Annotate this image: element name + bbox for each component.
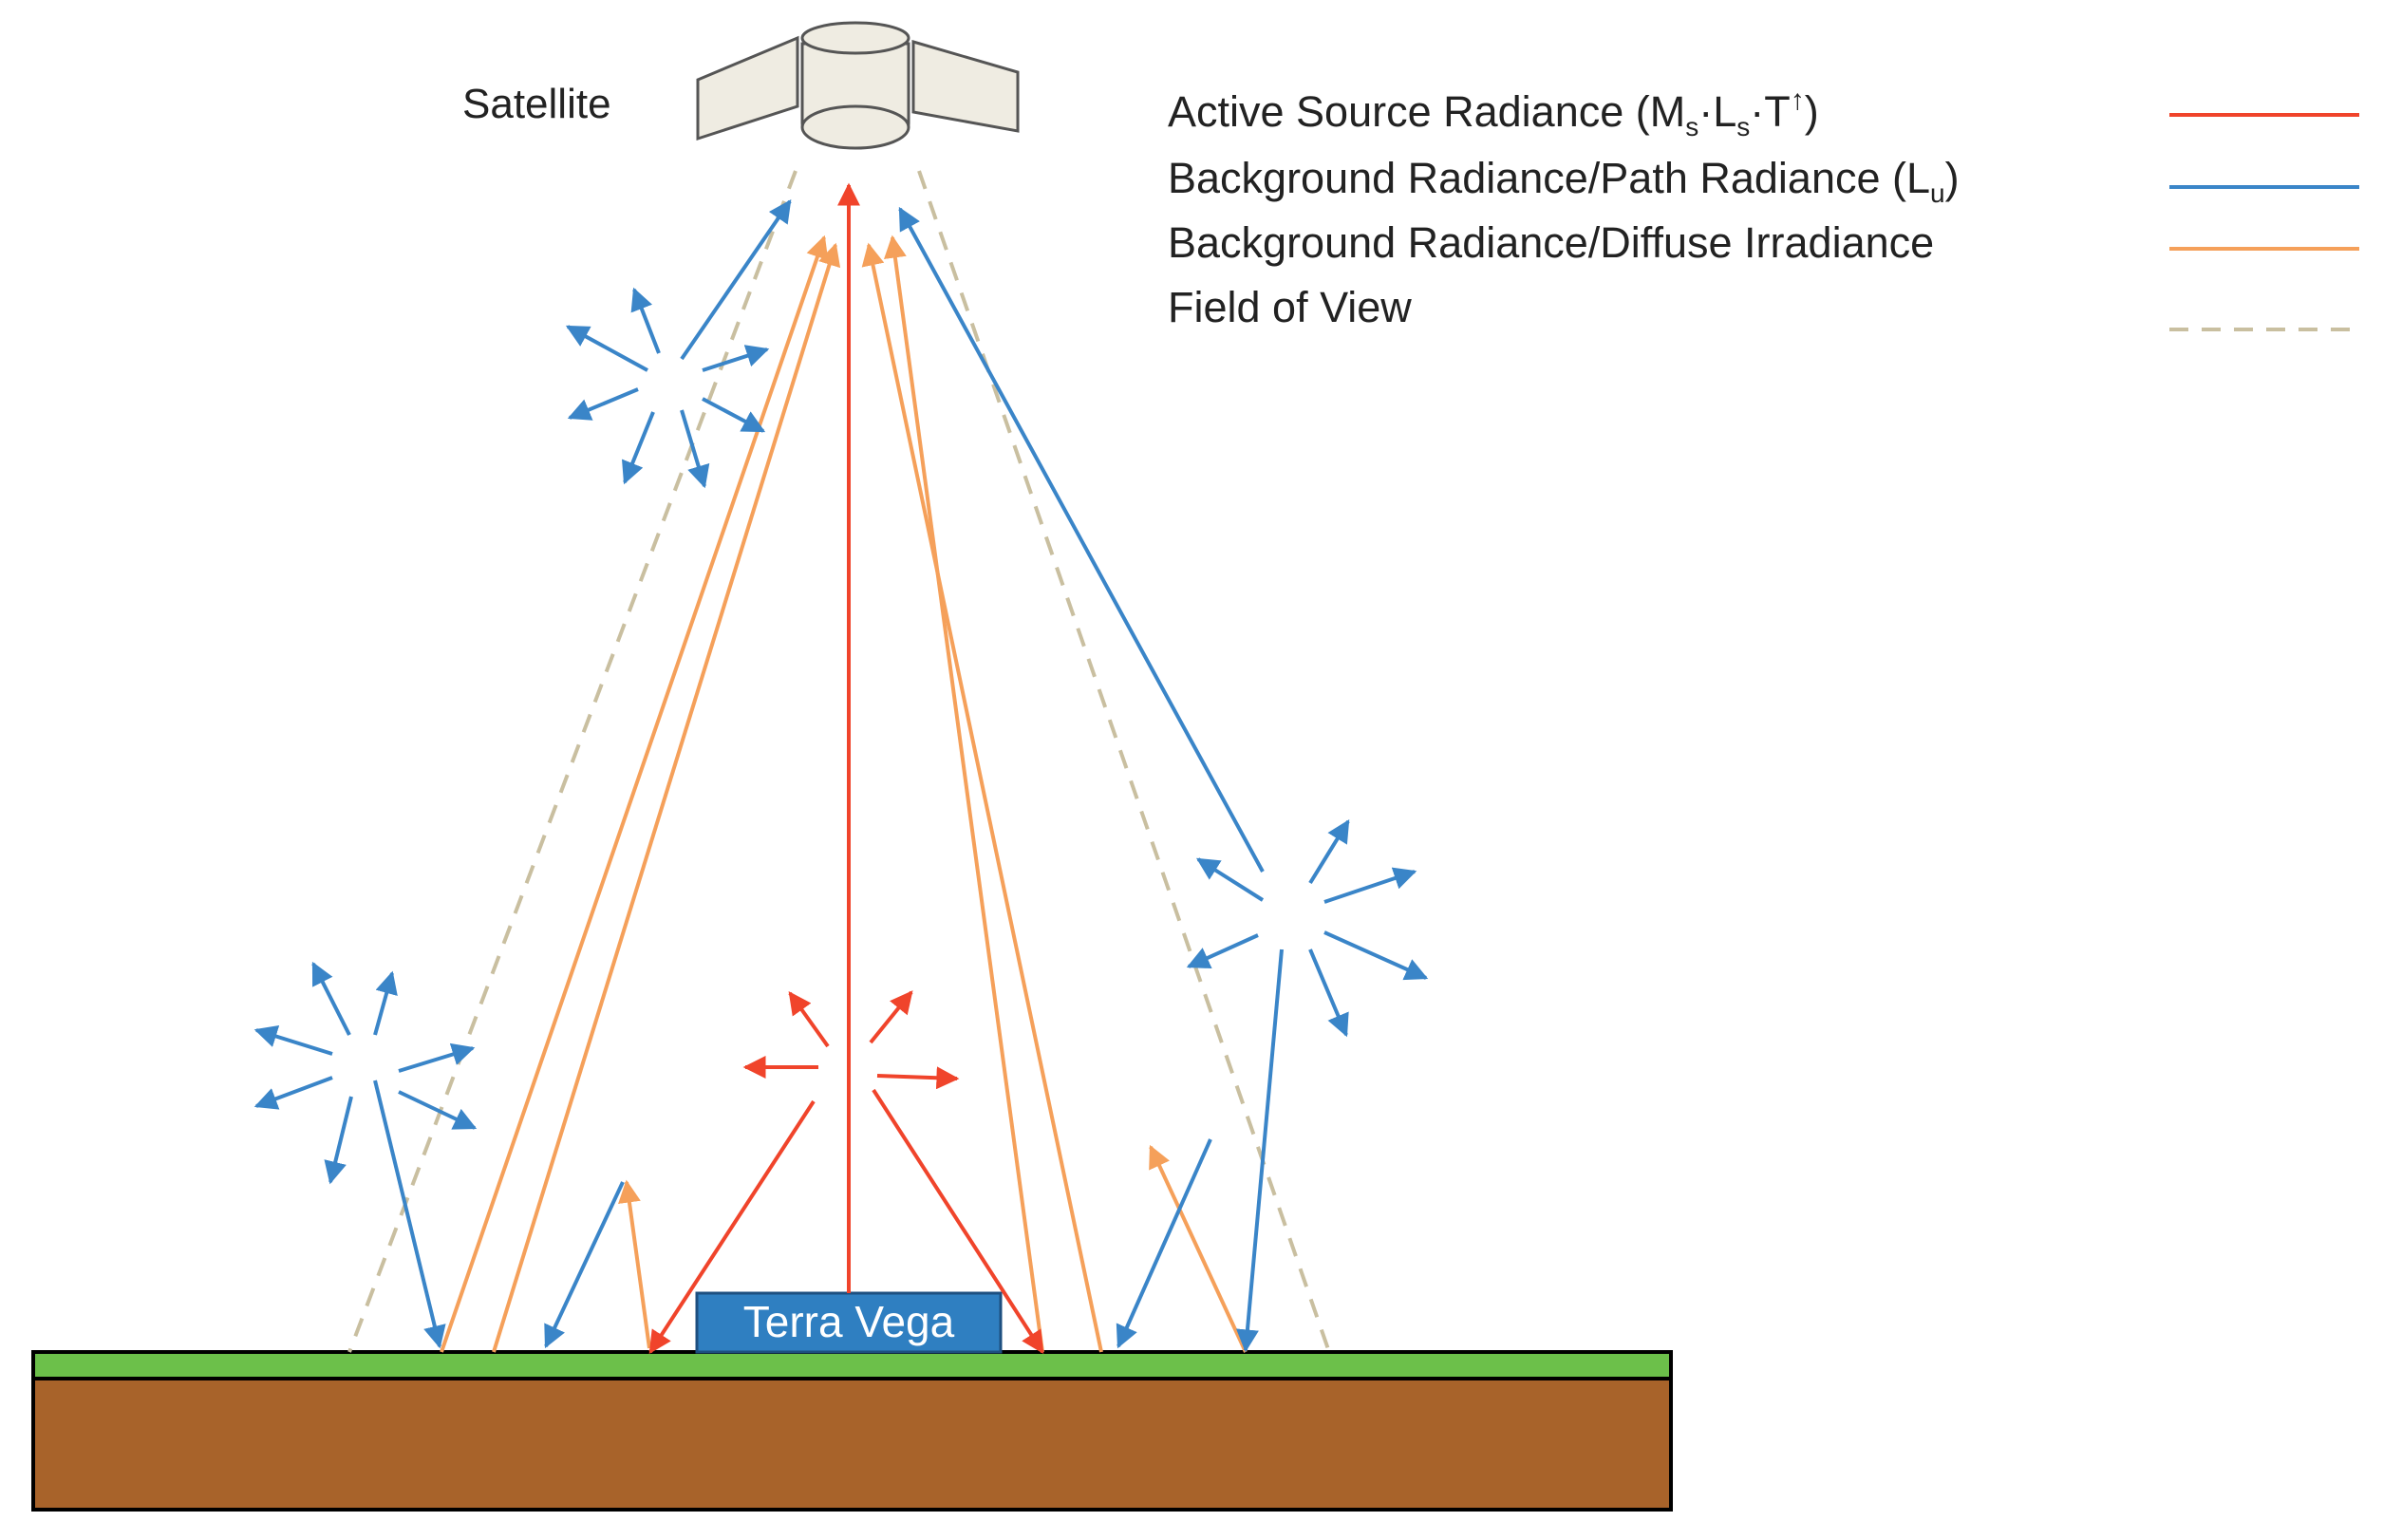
legend-label-path: Background Radiance/Path Radiance (Lu)	[1168, 154, 1960, 208]
path-scatter	[253, 1076, 333, 1110]
diffuse-arrow	[440, 235, 829, 1353]
path-scatter	[621, 411, 655, 485]
path-scatter	[1308, 818, 1350, 885]
active-source-arrows	[648, 182, 1044, 1355]
path-scatter	[398, 1090, 478, 1130]
path-scatter	[1323, 930, 1429, 981]
solar-panel-left	[696, 35, 799, 141]
active-scatter	[869, 990, 913, 1044]
path-scatter	[1195, 857, 1265, 902]
legend-label-diffuse: Background Radiance/Diffuse Irradiance	[1168, 218, 1934, 267]
satellite-label: Satellite	[462, 81, 611, 127]
active-reflect-right	[872, 1088, 1044, 1355]
soil-layer	[31, 1375, 1673, 1512]
path-scatter	[1116, 1138, 1212, 1349]
fov-right-line	[917, 170, 1331, 1353]
path-scatter	[565, 325, 648, 372]
diffuse-arrow	[883, 235, 1044, 1353]
grass-layer	[31, 1350, 1673, 1380]
path-to-satellite-right	[898, 206, 1265, 873]
path-scatter	[373, 1080, 446, 1349]
solar-panel-right	[911, 40, 1020, 133]
diffuse-arrow	[492, 242, 841, 1353]
path-scatter	[398, 1042, 476, 1073]
satellite-icon	[696, 21, 1020, 150]
diffuse-arrow	[861, 242, 1103, 1353]
diffuse-bounce-left	[618, 1179, 651, 1349]
legend: Active Source Radiance (Ms·Ls·T↑) Backgr…	[1168, 85, 2359, 331]
field-of-view	[347, 170, 1331, 1353]
legend-label-fov: Field of View	[1168, 283, 1412, 331]
diffuse-bounce-right	[1149, 1144, 1248, 1353]
path-scatter	[311, 961, 351, 1036]
path-radiance-arrows	[253, 199, 1429, 1353]
fov-left-line	[347, 170, 797, 1353]
target-label: Terra Vega	[743, 1297, 955, 1346]
path-scatter	[1308, 948, 1349, 1038]
path-scatter	[253, 1024, 333, 1056]
path-scatter	[702, 397, 766, 433]
path-scatter	[324, 1096, 353, 1185]
path-scatter	[1323, 867, 1417, 904]
path-scatter	[702, 345, 770, 372]
path-scatter	[630, 287, 661, 354]
path-scatter	[1235, 948, 1284, 1353]
satellite-top	[800, 21, 910, 55]
path-scatter	[567, 387, 639, 421]
target-box	[695, 1291, 1003, 1354]
diffuse-irradiance-arrows	[440, 235, 1248, 1353]
active-reflect-left	[648, 1099, 816, 1355]
path-scatter	[680, 409, 710, 489]
satellite-bottom	[800, 104, 910, 150]
legend-label-active: Active Source Radiance (Ms·Ls·T↑)	[1168, 85, 1819, 141]
ground	[31, 1350, 1673, 1512]
path-scatter	[373, 970, 398, 1036]
path-to-satellite-left	[680, 199, 792, 361]
active-scatter	[876, 1066, 960, 1090]
path-scatter	[1186, 933, 1259, 969]
path-scatter	[544, 1181, 625, 1349]
terra-vega-target: Terra Vega	[695, 1291, 1003, 1354]
active-scatter	[788, 991, 830, 1048]
